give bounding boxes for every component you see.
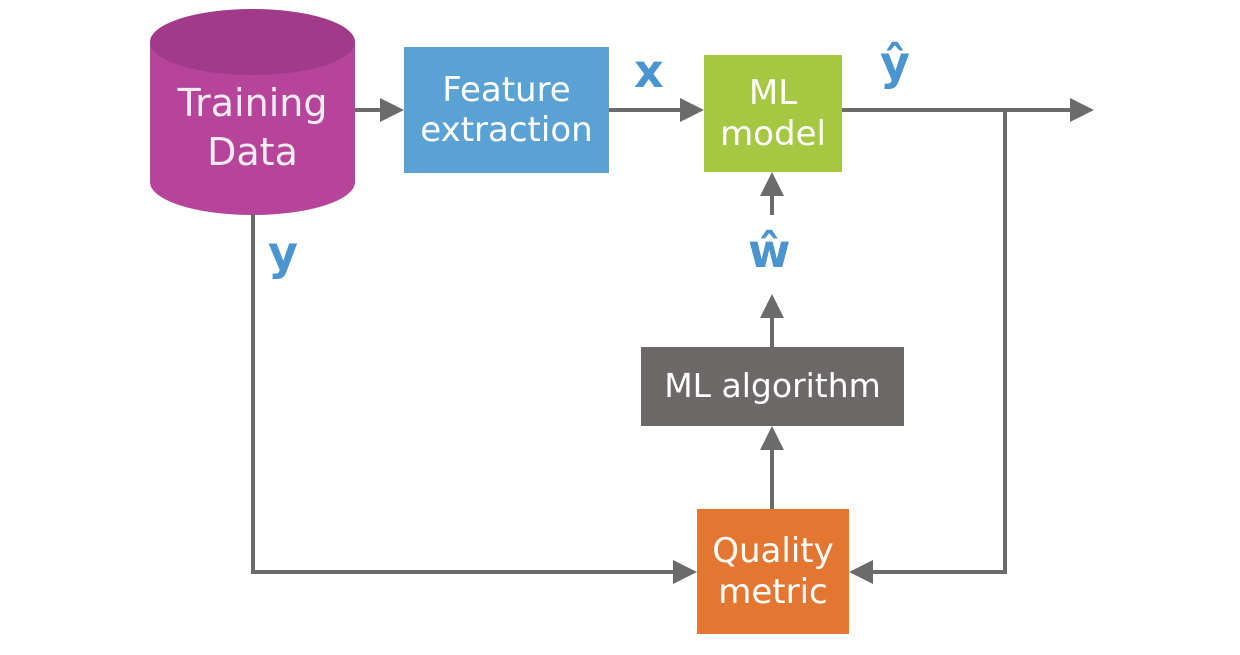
feature-extraction-box: Feature extraction	[404, 47, 609, 173]
training-data-label: Training Data	[177, 80, 328, 174]
variable-w-hat: ŵ	[748, 224, 791, 278]
feature-extraction-label: Feature extraction	[420, 69, 593, 150]
ml-algorithm-label: ML algorithm	[664, 366, 881, 406]
quality-metric-box: Quality metric	[697, 509, 849, 634]
arrow-output-to-quality	[849, 110, 1007, 584]
arrow-labels-to-quality	[251, 214, 697, 584]
training-data-cylinder	[150, 9, 355, 215]
ml-model-label: ML model	[720, 73, 826, 154]
ml-algorithm-box: ML algorithm	[641, 347, 904, 426]
variable-y-hat: ŷ	[880, 36, 910, 90]
quality-metric-label: Quality metric	[712, 531, 834, 612]
variable-x: x	[634, 44, 664, 98]
ml-model-box: ML model	[704, 55, 842, 172]
variable-y: y	[268, 226, 298, 280]
